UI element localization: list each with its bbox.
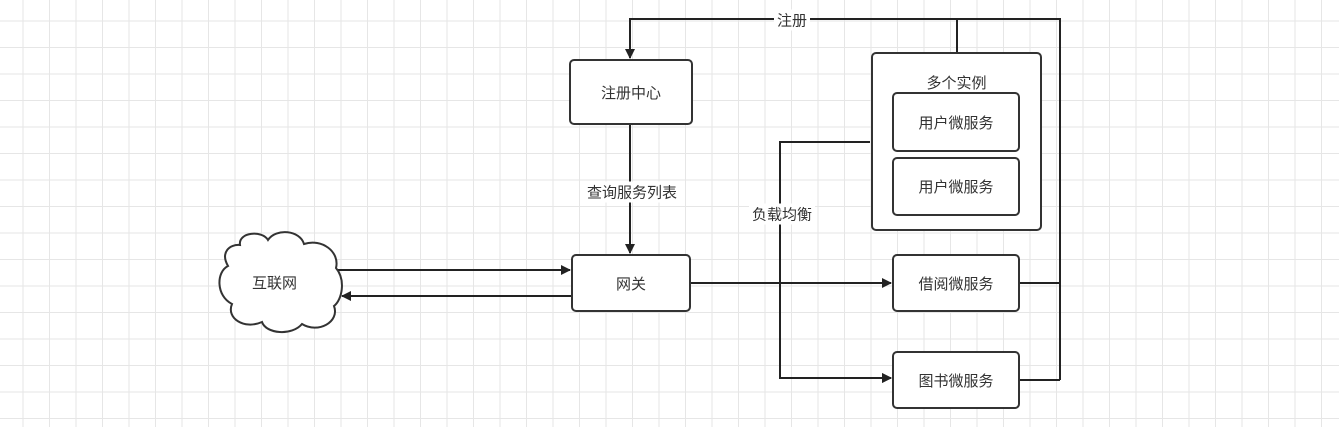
user-service-node-1[interactable]: 用户微服务	[892, 92, 1020, 152]
registry-node[interactable]: 注册中心	[569, 59, 693, 125]
book-service-node[interactable]: 图书微服务	[892, 351, 1020, 409]
user-service-node-2[interactable]: 用户微服务	[892, 157, 1020, 216]
register-edge	[625, 18, 1061, 380]
load-balance-label: 负载均衡	[748, 203, 816, 225]
query-service-list-label: 查询服务列表	[583, 181, 681, 203]
register-label: 注册	[773, 9, 811, 31]
instances-group-label: 多个实例	[926, 74, 987, 92]
gateway-node[interactable]: 网关	[571, 254, 691, 312]
internet-node[interactable]: 互联网	[252, 274, 298, 292]
internet-cloud-shape	[218, 231, 343, 333]
borrow-service-node[interactable]: 借阅微服务	[892, 254, 1020, 312]
